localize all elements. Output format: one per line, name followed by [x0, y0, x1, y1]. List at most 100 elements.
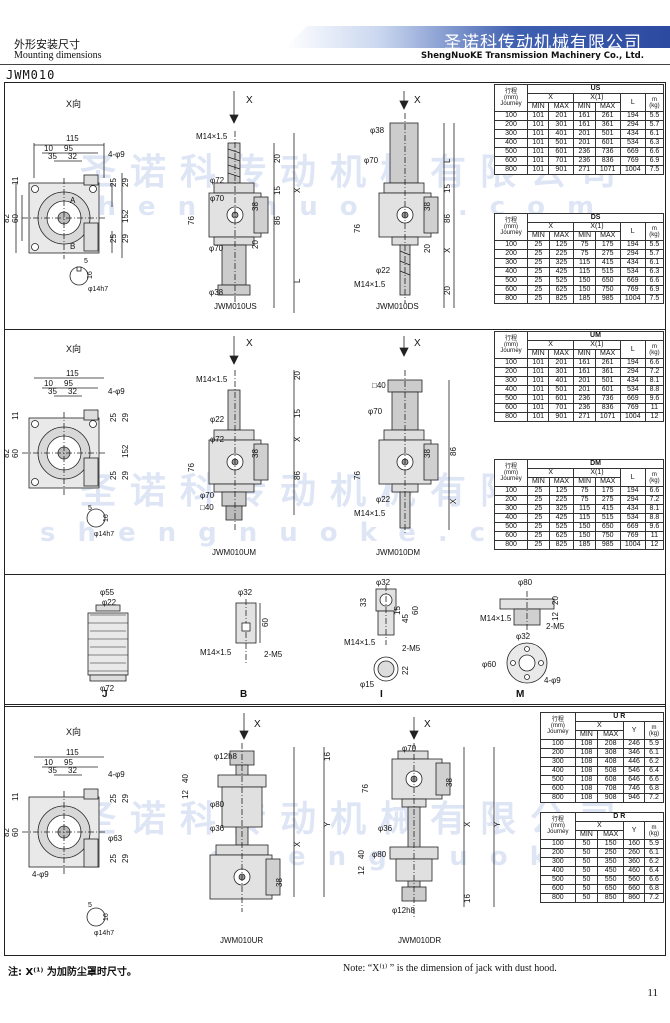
- svg-text:Y: Y: [323, 821, 332, 827]
- table-cell: 600: [494, 403, 528, 413]
- svg-text:φ70: φ70: [368, 407, 383, 416]
- svg-text:L: L: [443, 158, 452, 163]
- table-title: UM: [527, 331, 664, 341]
- table-cell: 360: [623, 857, 645, 867]
- header-band: [285, 26, 670, 48]
- table-cell: 250: [597, 848, 625, 858]
- svg-text:φ22: φ22: [210, 415, 225, 424]
- table-cell: 236: [573, 147, 596, 157]
- table-cell: 534: [619, 138, 646, 148]
- svg-text:20: 20: [443, 286, 452, 295]
- svg-text:X向: X向: [66, 343, 81, 354]
- th-min: MIN: [573, 231, 596, 241]
- svg-text:38: 38: [423, 449, 432, 458]
- accessory-b: [235, 599, 261, 665]
- table-cell: 101: [526, 358, 550, 368]
- table-cell: 236: [573, 394, 596, 404]
- th-m: m: [651, 225, 657, 232]
- accessory-j-dust-hood: [87, 604, 129, 682]
- table-cell: 246: [623, 739, 645, 749]
- drawing-frame: [4, 82, 666, 956]
- table-cell: 300: [493, 258, 529, 268]
- svg-text:□40: □40: [200, 503, 214, 512]
- svg-text:76: 76: [353, 471, 362, 480]
- table-cell: 500: [540, 775, 576, 785]
- table-cell: 450: [597, 866, 625, 876]
- table-cell: 25: [527, 531, 550, 541]
- th-x: X: [574, 721, 625, 731]
- table-cell: 985: [594, 540, 621, 550]
- table-cell: 769: [619, 403, 646, 413]
- table-cell: 260: [623, 848, 645, 858]
- table-cell: 100: [540, 839, 576, 849]
- table-cell: 301: [548, 367, 575, 377]
- table-cell: 601: [594, 385, 621, 395]
- table-cell: 769: [619, 156, 646, 166]
- table-cell: 400: [493, 513, 529, 523]
- svg-text:15: 15: [443, 184, 452, 193]
- table-cell: 300: [494, 376, 528, 386]
- svg-text:32: 32: [68, 387, 77, 396]
- svg-text:M14×1.5: M14×1.5: [196, 375, 228, 384]
- table-cell: 669: [619, 276, 646, 286]
- th-min: MIN: [526, 102, 550, 112]
- caption-us: JWM010US: [214, 302, 257, 311]
- svg-text:X: X: [449, 498, 458, 504]
- svg-text:φ72: φ72: [210, 176, 225, 185]
- table-cell: 271: [573, 165, 596, 175]
- table-cell: 101: [526, 138, 550, 148]
- table-cell: 200: [540, 748, 576, 758]
- svg-text:X: X: [424, 719, 431, 730]
- svg-text:φ72: φ72: [100, 684, 115, 693]
- th-x1: X(1): [573, 340, 621, 350]
- th-max: MAX: [594, 102, 621, 112]
- table-cell: 560: [623, 875, 645, 885]
- table-cell: 546: [623, 766, 645, 776]
- table-cell: 600: [540, 784, 576, 794]
- table-cell: 6.9: [644, 285, 665, 295]
- caption-j: J: [102, 689, 108, 700]
- table-cell: 669: [619, 147, 646, 157]
- th-stroke: 行程: [504, 89, 517, 95]
- svg-text:φ80: φ80: [518, 578, 533, 587]
- table-cell: 308: [597, 748, 625, 758]
- svg-text:38: 38: [251, 202, 260, 211]
- svg-text:M14×1.5: M14×1.5: [354, 509, 386, 518]
- table-cell: 850: [597, 893, 625, 903]
- th-journey: Journey: [500, 348, 522, 354]
- svg-text:25: 25: [109, 413, 118, 422]
- svg-text:40: 40: [181, 774, 190, 783]
- table-cell: 5.7: [644, 249, 665, 259]
- table-cell: 600: [493, 531, 529, 541]
- table-cell: 108: [574, 784, 599, 794]
- table-cell: 12: [644, 412, 665, 422]
- th-x: X: [527, 468, 575, 478]
- svg-text:29: 29: [121, 794, 130, 803]
- th-m: m: [651, 824, 657, 831]
- table-cell: 101: [526, 412, 550, 422]
- table-cell: 175: [594, 240, 621, 250]
- table-cell: 25: [527, 285, 550, 295]
- svg-text:20: 20: [251, 240, 260, 249]
- svg-text:76: 76: [187, 463, 196, 472]
- flange-front-view: [22, 756, 106, 927]
- header-divider: [0, 64, 670, 65]
- table-cell: 201: [573, 138, 596, 148]
- table-cell: 325: [548, 258, 575, 268]
- table-cell: 8.1: [644, 376, 665, 386]
- table-cell: 800: [540, 793, 576, 803]
- table-cell: 6.9: [644, 156, 665, 166]
- svg-text:12: 12: [551, 612, 560, 621]
- svg-text:X: X: [246, 95, 253, 106]
- th-m: m: [651, 96, 657, 103]
